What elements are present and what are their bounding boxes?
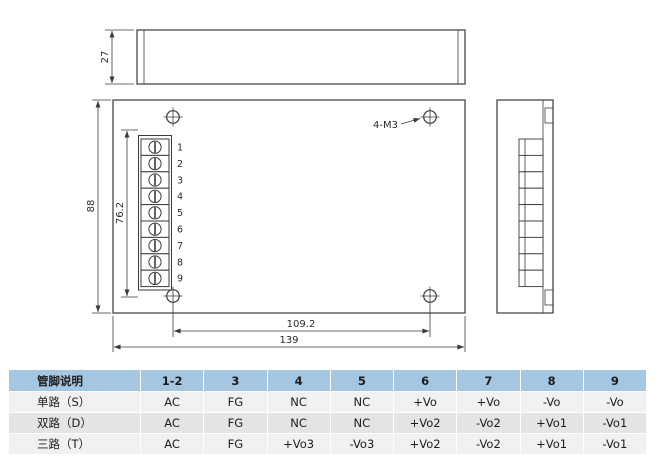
top-view-outline (136, 29, 466, 85)
table-cell: -Vo2 (456, 412, 521, 434)
table-header-cell: 管脚说明 (8, 369, 141, 392)
side-terminal-segment (518, 171, 544, 189)
side-terminal-block (518, 138, 544, 288)
table-cell: +Vo2 (392, 433, 458, 455)
table-header-cell: 6 (392, 369, 458, 392)
terminal-cell (140, 269, 170, 288)
terminal-cell (140, 138, 170, 157)
screw-spec-label: 4-M3 (373, 120, 398, 131)
table-header-cell: 1-2 (139, 369, 205, 392)
dim-88-text: 88 (86, 200, 97, 213)
terminal-number: 4 (177, 192, 183, 203)
terminal-number: 6 (177, 225, 183, 236)
table-cell: -Vo1 (582, 433, 648, 455)
dim-27: 27 (100, 29, 134, 85)
terminal-number: 1 (177, 143, 183, 154)
table-cell: +Vo3 (266, 433, 331, 455)
dim-76-2: 76.2 (115, 129, 138, 298)
table-header-cell: 9 (582, 369, 648, 392)
mechanical-drawing: 27 1 2 3 (86, 29, 554, 352)
row-label: 单路（S） (8, 391, 141, 413)
terminal-number: 8 (177, 257, 183, 268)
table-cell: AC (139, 433, 205, 455)
table-cell: +Vo (456, 391, 521, 413)
table-cell: -Vo1 (582, 412, 648, 434)
table-header-cell: 7 (456, 369, 521, 392)
table-header-cell: 3 (203, 369, 268, 392)
table-cell: -Vo (582, 391, 648, 413)
table-row: 单路（S） AC FG NC NC +Vo +Vo -Vo -Vo (8, 391, 648, 413)
table-cell: +Vo1 (519, 412, 584, 434)
terminal-cell (140, 171, 170, 189)
terminal-number: 5 (177, 208, 183, 219)
dim-88: 88 (86, 99, 111, 314)
terminal-cell (140, 220, 170, 239)
terminal-cell (140, 253, 170, 272)
table-cell: -Vo2 (456, 433, 521, 455)
pin-description-table: 管脚说明 1-2 3 4 5 6 7 8 9 单路（S） AC FG NC NC… (8, 369, 648, 455)
table-header-row: 管脚说明 1-2 3 4 5 6 7 8 9 (8, 369, 648, 392)
front-view: 1 2 3 4 5 6 7 8 9 4-M3 (112, 99, 466, 314)
dim-139-text: 139 (279, 335, 298, 346)
side-terminal-segment (518, 236, 544, 255)
table-cell: -Vo3 (329, 433, 395, 455)
side-view (496, 99, 554, 314)
row-label: 双路（D） (8, 412, 141, 434)
side-terminal-segment (518, 204, 544, 222)
dim-109-2-text: 109.2 (287, 319, 316, 330)
table-header-cell: 8 (519, 369, 584, 392)
side-terminal-segment (518, 187, 544, 206)
table-cell: NC (329, 391, 395, 413)
dim-109-2: 109.2 (172, 305, 431, 337)
terminal-cell (140, 154, 170, 173)
table-cell: FG (203, 391, 268, 413)
side-terminal-segment (518, 220, 544, 238)
table-cell: AC (139, 412, 205, 434)
table-header-cell: 4 (266, 369, 331, 392)
terminal-number: 2 (177, 159, 183, 170)
row-label: 三路（T） (8, 433, 141, 455)
side-terminal-segment (518, 138, 544, 156)
terminal-cell (140, 236, 170, 255)
table-cell: NC (266, 391, 331, 413)
terminal-number: 3 (177, 175, 183, 186)
terminal-cell (140, 203, 170, 222)
top-view (136, 29, 466, 85)
table-cell: FG (203, 412, 268, 434)
side-terminal-segment (518, 253, 544, 271)
table-cell: -Vo (519, 391, 584, 413)
table-cell: +Vo (392, 391, 458, 413)
terminal-block (138, 135, 172, 291)
terminal-cell (140, 187, 170, 206)
table-cell: FG (203, 433, 268, 455)
screw-spec-callout: 4-M3 (373, 117, 421, 131)
side-terminal-segment (518, 269, 544, 288)
table-row: 双路（D） AC FG NC NC +Vo2 -Vo2 +Vo1 -Vo1 (8, 412, 648, 434)
table-cell: +Vo1 (519, 433, 584, 455)
table-cell: NC (266, 412, 331, 434)
table-cell: +Vo2 (392, 412, 458, 434)
dim-76-2-text: 76.2 (115, 202, 126, 224)
table-row: 三路（T） AC FG +Vo3 -Vo3 +Vo2 -Vo2 +Vo1 -Vo… (8, 433, 648, 455)
dim-139: 139 (112, 316, 466, 352)
terminal-numbers: 1 2 3 4 5 6 7 8 9 (177, 143, 183, 285)
table-header-cell: 5 (329, 369, 395, 392)
table-cell: NC (329, 412, 395, 434)
terminal-number: 9 (177, 274, 183, 285)
dim-27-text: 27 (100, 51, 111, 64)
table-cell: AC (139, 391, 205, 413)
side-terminal-segment (518, 154, 544, 173)
terminal-number: 7 (177, 241, 183, 252)
